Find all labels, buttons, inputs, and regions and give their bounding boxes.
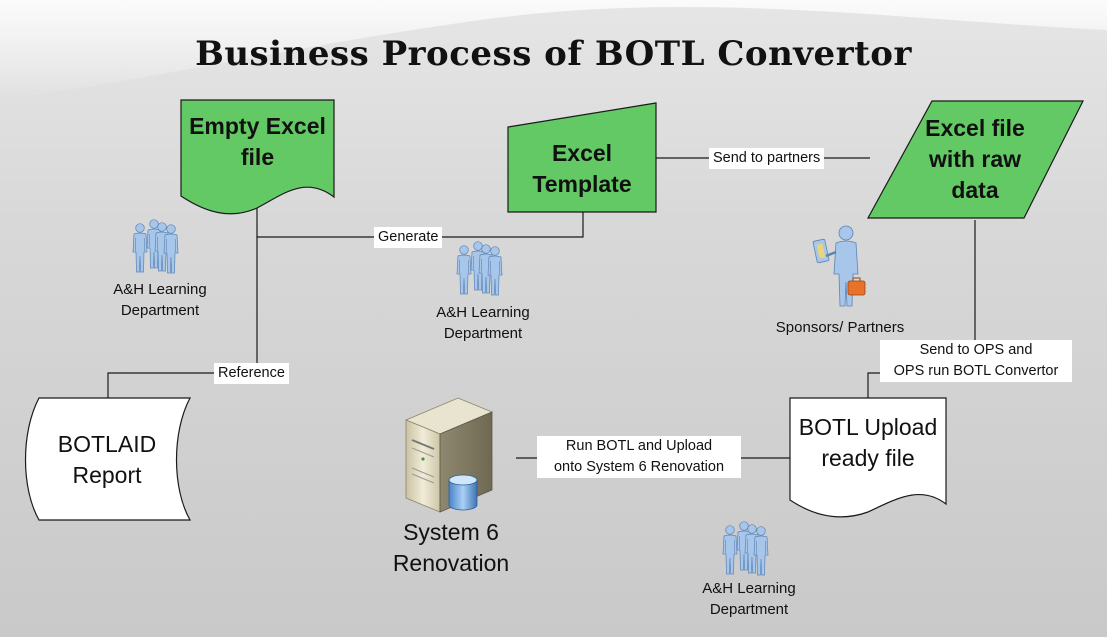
botl-upload-shape [789,397,947,518]
connector-reference [107,237,258,398]
people-icon-group-3 [723,522,768,575]
people-label-ah-learning-2: A&H Learning Department [436,304,530,342]
empty-excel-shape [180,99,335,215]
edge-label-generate: Generate [374,227,443,248]
botlaid-report-label: BOTLAID Report [57,431,157,488]
edge-label-send-to-partners: Send to partners [709,148,825,169]
excel-template-shape [507,102,657,213]
people-label-ah-learning-1: A&H Learning Department [113,281,207,319]
people-icon-group-2 [457,242,502,295]
people-icon-group-1 [133,220,178,273]
database-icon [448,474,478,511]
edge-label-run-botl: Run BOTL and Upload onto System 6 Renova… [537,436,741,478]
page-title: Business Process of BOTL Convertor [195,34,912,74]
edge-label-reference: Reference [214,363,289,384]
people-label-ah-learning-3: A&H Learning Department [702,580,796,618]
briefcase-icon [847,277,866,296]
excel-raw-label: Excel file with raw data [925,114,1025,203]
botlaid-report-shape [24,397,192,521]
background-sheen [0,0,1107,100]
empty-excel-label: Empty Excel file [189,113,326,170]
botl-upload-label: BOTL Upload ready file [798,414,938,471]
edge-label-send-to-ops: Send to OPS and OPS run BOTL Convertor [880,340,1072,382]
excel-template-label: Excel Template [532,140,632,197]
excel-raw-shape [866,100,1084,219]
system6-label: System 6 Renovation [392,519,510,576]
people-label-sponsors: Sponsors/ Partners [775,319,905,336]
